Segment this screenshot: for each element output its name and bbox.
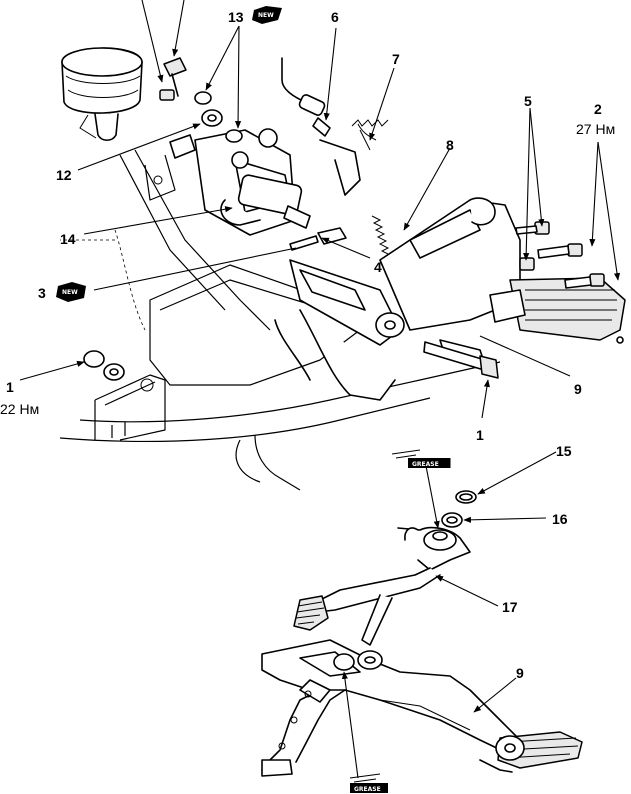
callout-6: 6 [331,9,339,25]
grease-tag-top: GREASE [391,449,451,468]
master-cylinder [169,128,311,236]
brake-light-switch [281,57,377,196]
footpeg-upper [489,277,626,344]
callout-12: 12 [56,167,72,183]
callout-15: 15 [556,443,572,459]
callout-13: 13 [228,9,244,25]
new-badge-left: NEW [56,282,86,302]
footpeg-bracket-lower [261,639,521,777]
callout-1-upper: 1 [6,379,14,395]
grease-tag-bottom: GREASE [349,773,388,793]
bolts-right-upper [515,221,605,289]
callout-3: 3 [38,285,46,301]
footpeg-lower [479,731,583,773]
brake-fluid-reservoir [61,47,143,142]
circlip-and-washer [441,490,477,528]
brake-pedal [293,526,471,646]
callout-4: 4 [374,259,382,275]
callout-1-lower: 1 [476,427,484,443]
new-badge-top: NEW [252,6,282,24]
callout-16: 16 [552,511,568,527]
torque-22: 22 Нм [0,401,39,417]
bolts-and-washers-top [159,57,243,143]
return-spring [351,119,393,263]
callout-5: 5 [524,93,532,109]
callout-9-upper: 9 [574,381,582,397]
svg-text:NEW: NEW [258,12,274,19]
pin-and-clip [289,227,347,251]
pivot-bolt-and-nut [83,341,499,381]
callout-14: 14 [60,231,76,247]
svg-text:GREASE: GREASE [412,461,439,468]
callout-2: 2 [594,101,602,117]
callout-8: 8 [446,137,454,153]
svg-text:GREASE: GREASE [354,786,381,793]
callout-17: 17 [502,599,518,615]
svg-text:NEW: NEW [62,289,78,296]
callout-9-lower: 9 [516,665,524,681]
frame-outline [59,149,501,491]
torque-27: 27 Нм [576,121,615,137]
lower-leader-lines [341,451,557,779]
callout-7: 7 [392,51,400,67]
upper-leader-lines [19,0,621,419]
